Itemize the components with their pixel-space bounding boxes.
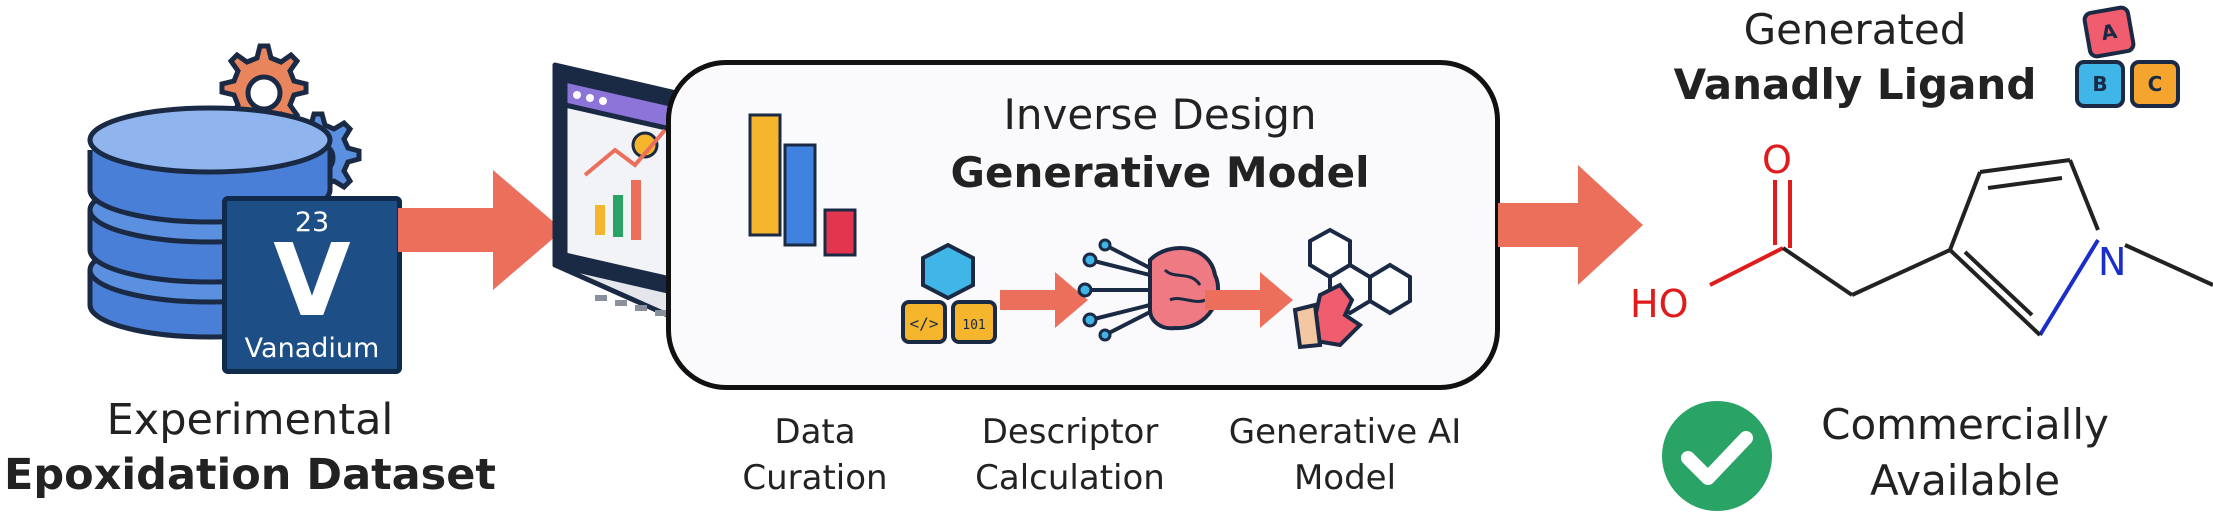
arrow-2 — [1498, 165, 1643, 285]
element-symbol: V — [273, 222, 351, 339]
output-line2: Vanadly Ligand — [1673, 60, 2037, 109]
svg-text:101: 101 — [962, 318, 985, 333]
block-a: A — [2081, 4, 2137, 60]
brain-circuit-icon — [1077, 238, 1221, 342]
model-title-line2: Generative Model — [950, 148, 1370, 197]
data-curation-icon: </> 101 — [901, 242, 997, 344]
step-3-line1: Generative AI — [1228, 412, 1462, 452]
dataset-line1: Experimental — [106, 395, 394, 445]
step-1-line1: Data — [774, 412, 856, 452]
step-1-line2: Curation — [742, 458, 888, 498]
block-c-label: C — [2147, 72, 2163, 96]
dataset-line2: Epoxidation Dataset — [4, 450, 496, 500]
availability-line1: Commercially — [1821, 400, 2109, 449]
model-title-line1: Inverse Design — [1003, 90, 1317, 139]
inner-arrow-1 — [1000, 272, 1088, 328]
atomic-number: 23 — [294, 207, 330, 238]
nitrogen-label: N — [2098, 240, 2127, 284]
block-b-label: B — [2092, 72, 2108, 96]
step-3-line2: Model — [1293, 458, 1397, 498]
block-c: C — [2130, 60, 2180, 108]
check-circle-icon — [1662, 401, 1772, 511]
element-name: Vanadium — [244, 333, 380, 364]
inner-arrow-2 — [1205, 272, 1293, 328]
oxygen-label: O — [1762, 138, 1792, 182]
hydroxyl-label: HO — [1630, 282, 1689, 326]
block-a-label: A — [2099, 18, 2119, 46]
svg-text:</>: </> — [910, 314, 939, 333]
block-b: B — [2075, 60, 2125, 108]
bar-chart-icon — [748, 113, 857, 257]
arrow-1 — [398, 170, 563, 290]
step-2-line2: Calculation — [975, 458, 1165, 498]
output-line1: Generated — [1743, 5, 1967, 54]
generative-ai-molecule-icon — [1292, 227, 1412, 350]
vanadium-element-tile — [222, 196, 402, 374]
step-2-line1: Descriptor — [981, 412, 1159, 452]
availability-line2: Available — [1869, 456, 2061, 505]
ligand-structure — [1709, 158, 2213, 337]
